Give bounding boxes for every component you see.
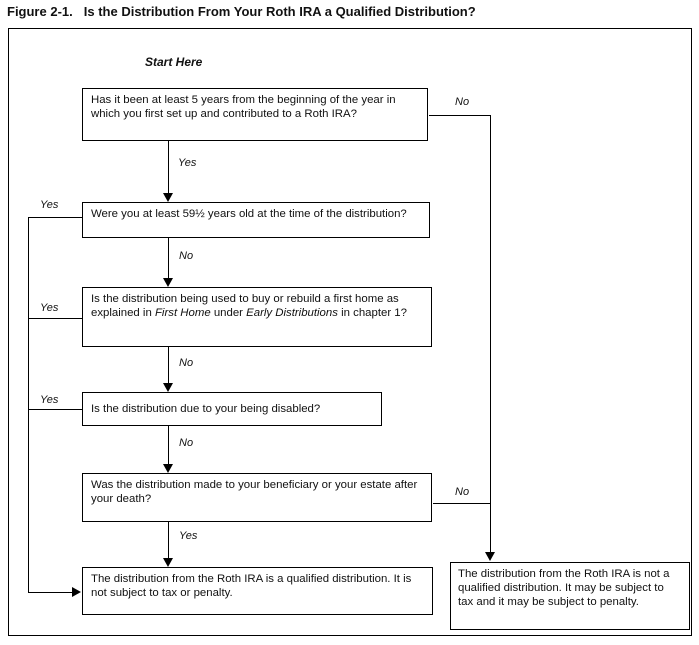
result-box-qualified: The distribution from the Roth IRA is a … (82, 567, 433, 615)
question-3-text-part: Is the distribution being used to buy or… (91, 293, 399, 319)
arrowhead-q1-yes-icon (163, 193, 173, 202)
start-here-label: Start Here (145, 55, 203, 69)
left-yes-rail-line (28, 217, 29, 592)
edge-q5-yes-line (168, 522, 169, 558)
figure-title: Is the Distribution From Your Roth IRA a… (83, 4, 476, 19)
arrowhead-q2-no-icon (163, 278, 173, 287)
question-3-ref-first-home: First Home (154, 307, 211, 319)
edge-label-q5-no: No (455, 486, 470, 498)
flowchart-frame (8, 28, 692, 636)
edge-q1-no-line (429, 115, 490, 116)
edge-label-q1-no: No (455, 96, 470, 108)
edge-q5-no-line (433, 503, 490, 504)
edge-label-q4-no: No (179, 437, 194, 449)
edge-label-q2-no: No (179, 250, 194, 262)
figure-label: Figure 2-1. (7, 4, 73, 19)
edge-label-q1-yes: Yes (178, 157, 197, 169)
arrowhead-q4-no-icon (163, 464, 173, 473)
edge-q3-yes-line (28, 318, 82, 319)
edge-q3-no-line (168, 347, 169, 383)
result-box-not-qualified: The distribution from the Roth IRA is no… (450, 562, 690, 630)
edge-label-q3-yes: Yes (40, 302, 59, 314)
edge-label-q2-yes: Yes (40, 199, 59, 211)
question-3-text-part: under (210, 307, 247, 319)
edge-label-q5-yes: Yes (179, 530, 198, 542)
edge-q4-no-line (168, 426, 169, 464)
question-box-5: Was the distribution made to your benefi… (82, 473, 432, 522)
left-yes-rail-bottom-line (28, 592, 73, 593)
edge-q1-yes-line (168, 141, 169, 193)
question-box-3: Is the distribution being used to buy or… (82, 287, 432, 347)
question-3-ref-early-distributions: Early Distributions (246, 307, 338, 319)
edge-q2-no-line (168, 238, 169, 278)
edge-q4-yes-line (28, 409, 82, 410)
figure-caption: Figure 2-1. Is the Distribution From Your… (7, 4, 476, 19)
right-no-rail-line (490, 115, 491, 552)
arrowhead-q3-no-icon (163, 383, 173, 392)
edge-label-q4-yes: Yes (40, 394, 59, 406)
question-box-4: Is the distribution due to your being di… (82, 392, 382, 426)
question-3-text-part: in chapter 1? (337, 307, 407, 319)
arrowhead-qualified-icon (72, 587, 81, 597)
question-box-2: Were you at least 59½ years old at the t… (82, 202, 430, 238)
edge-q2-yes-line (28, 217, 82, 218)
edge-label-q3-no: No (179, 357, 194, 369)
arrowhead-not-qualified-icon (485, 552, 495, 561)
arrowhead-q5-yes-icon (163, 558, 173, 567)
question-box-1: Has it been at least 5 years from the be… (82, 88, 428, 141)
